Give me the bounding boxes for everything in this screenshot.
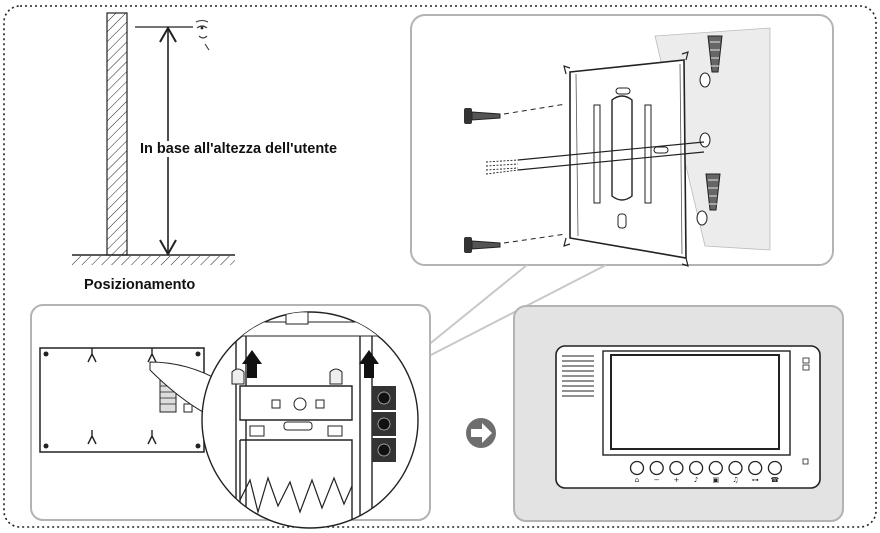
rear-plate xyxy=(39,347,205,453)
handset-icon: ☎ xyxy=(771,476,780,484)
key-button[interactable]: ⊶ xyxy=(748,460,763,485)
screw-bottom xyxy=(464,233,567,253)
plate-detail-view xyxy=(30,304,431,529)
wall xyxy=(106,12,128,256)
minus-icon: − xyxy=(654,476,660,484)
left-up-arrow xyxy=(242,350,262,378)
plus-button[interactable]: + xyxy=(669,460,684,485)
speaker-grille xyxy=(562,355,594,397)
height-note-label: In base all'altezza dell'utente xyxy=(138,141,340,157)
volume-button[interactable]: ♪ xyxy=(688,460,704,485)
plus-icon: + xyxy=(673,476,679,484)
status-indicators xyxy=(802,357,810,465)
bell-button[interactable]: ♫ xyxy=(728,460,743,485)
left-hook xyxy=(231,368,245,385)
height-section xyxy=(72,12,235,265)
home-icon: ⌂ xyxy=(635,476,639,484)
monitor-screen xyxy=(610,354,780,450)
next-step-arrow-icon xyxy=(466,418,496,448)
monitor-icon: ▣ xyxy=(712,476,719,484)
monitor-button-row: ⌂ − + ♪ ▣ ♫ ⊶ ☎ xyxy=(629,460,783,485)
outer-dashed-frame xyxy=(3,5,877,528)
minus-button[interactable]: − xyxy=(649,460,664,485)
monitor-button[interactable]: ▣ xyxy=(708,460,723,485)
home-button[interactable]: ⌂ xyxy=(629,460,645,485)
bracket-exploded-view xyxy=(410,14,834,267)
eye-icon xyxy=(195,19,210,51)
right-up-arrow xyxy=(359,350,379,378)
wall-plug-top xyxy=(699,35,723,88)
handset-button[interactable]: ☎ xyxy=(767,460,783,485)
volume-icon: ♪ xyxy=(694,476,698,484)
monitor-view: ⌂ − + ♪ ▣ ♫ ⊶ ☎ xyxy=(513,305,844,522)
positioning-label: Posizionamento xyxy=(84,277,196,293)
terminal-screws xyxy=(372,386,396,462)
cable xyxy=(485,141,705,175)
bell-icon: ♫ xyxy=(732,476,738,484)
wall-plug-bottom xyxy=(696,173,721,226)
magnified-hook-view xyxy=(201,311,419,529)
floor-hatch xyxy=(72,256,235,265)
cable-hole xyxy=(699,132,711,148)
right-hook xyxy=(329,368,343,385)
screw-top xyxy=(464,103,567,124)
plate-screw-holes xyxy=(43,351,201,449)
plate-hooks xyxy=(87,348,157,445)
key-icon: ⊶ xyxy=(752,476,759,484)
